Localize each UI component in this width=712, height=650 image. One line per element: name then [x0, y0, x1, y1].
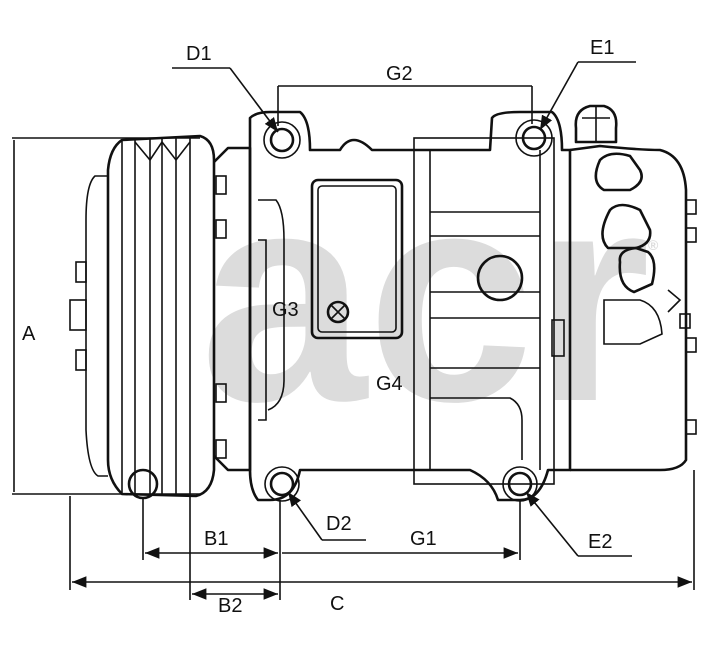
dimension-b1-g1: B1 G1: [145, 528, 518, 559]
dimension-a: A: [12, 137, 200, 495]
label-b1: B1: [204, 528, 228, 550]
label-g3: G3: [272, 299, 299, 321]
watermark: acr ®: [200, 128, 659, 464]
label-e1: E1: [590, 37, 614, 59]
dimension-g2: G2: [277, 63, 533, 126]
compressor-body: [248, 110, 572, 502]
dimension-c: C: [72, 576, 692, 615]
leader-e1: E1: [539, 37, 636, 131]
label-c: C: [330, 593, 344, 615]
watermark-text: acr: [200, 128, 650, 464]
watermark-registered: ®: [648, 237, 659, 253]
clutch-pulley: [69, 134, 216, 500]
label-e2: E2: [588, 531, 612, 553]
leader-d1: D1: [172, 43, 279, 133]
label-d1: D1: [186, 43, 212, 65]
label-g1: G1: [410, 528, 437, 550]
dimension-b2: B2: [192, 588, 278, 617]
label-a: A: [22, 323, 36, 345]
label-b2: B2: [218, 595, 242, 617]
leader-e2: E2: [525, 491, 632, 557]
rear-head: [569, 104, 697, 472]
leader-d2: D2: [287, 491, 366, 541]
label-g2: G2: [386, 63, 413, 85]
label-g4: G4: [376, 373, 403, 395]
label-d2: D2: [326, 513, 352, 535]
